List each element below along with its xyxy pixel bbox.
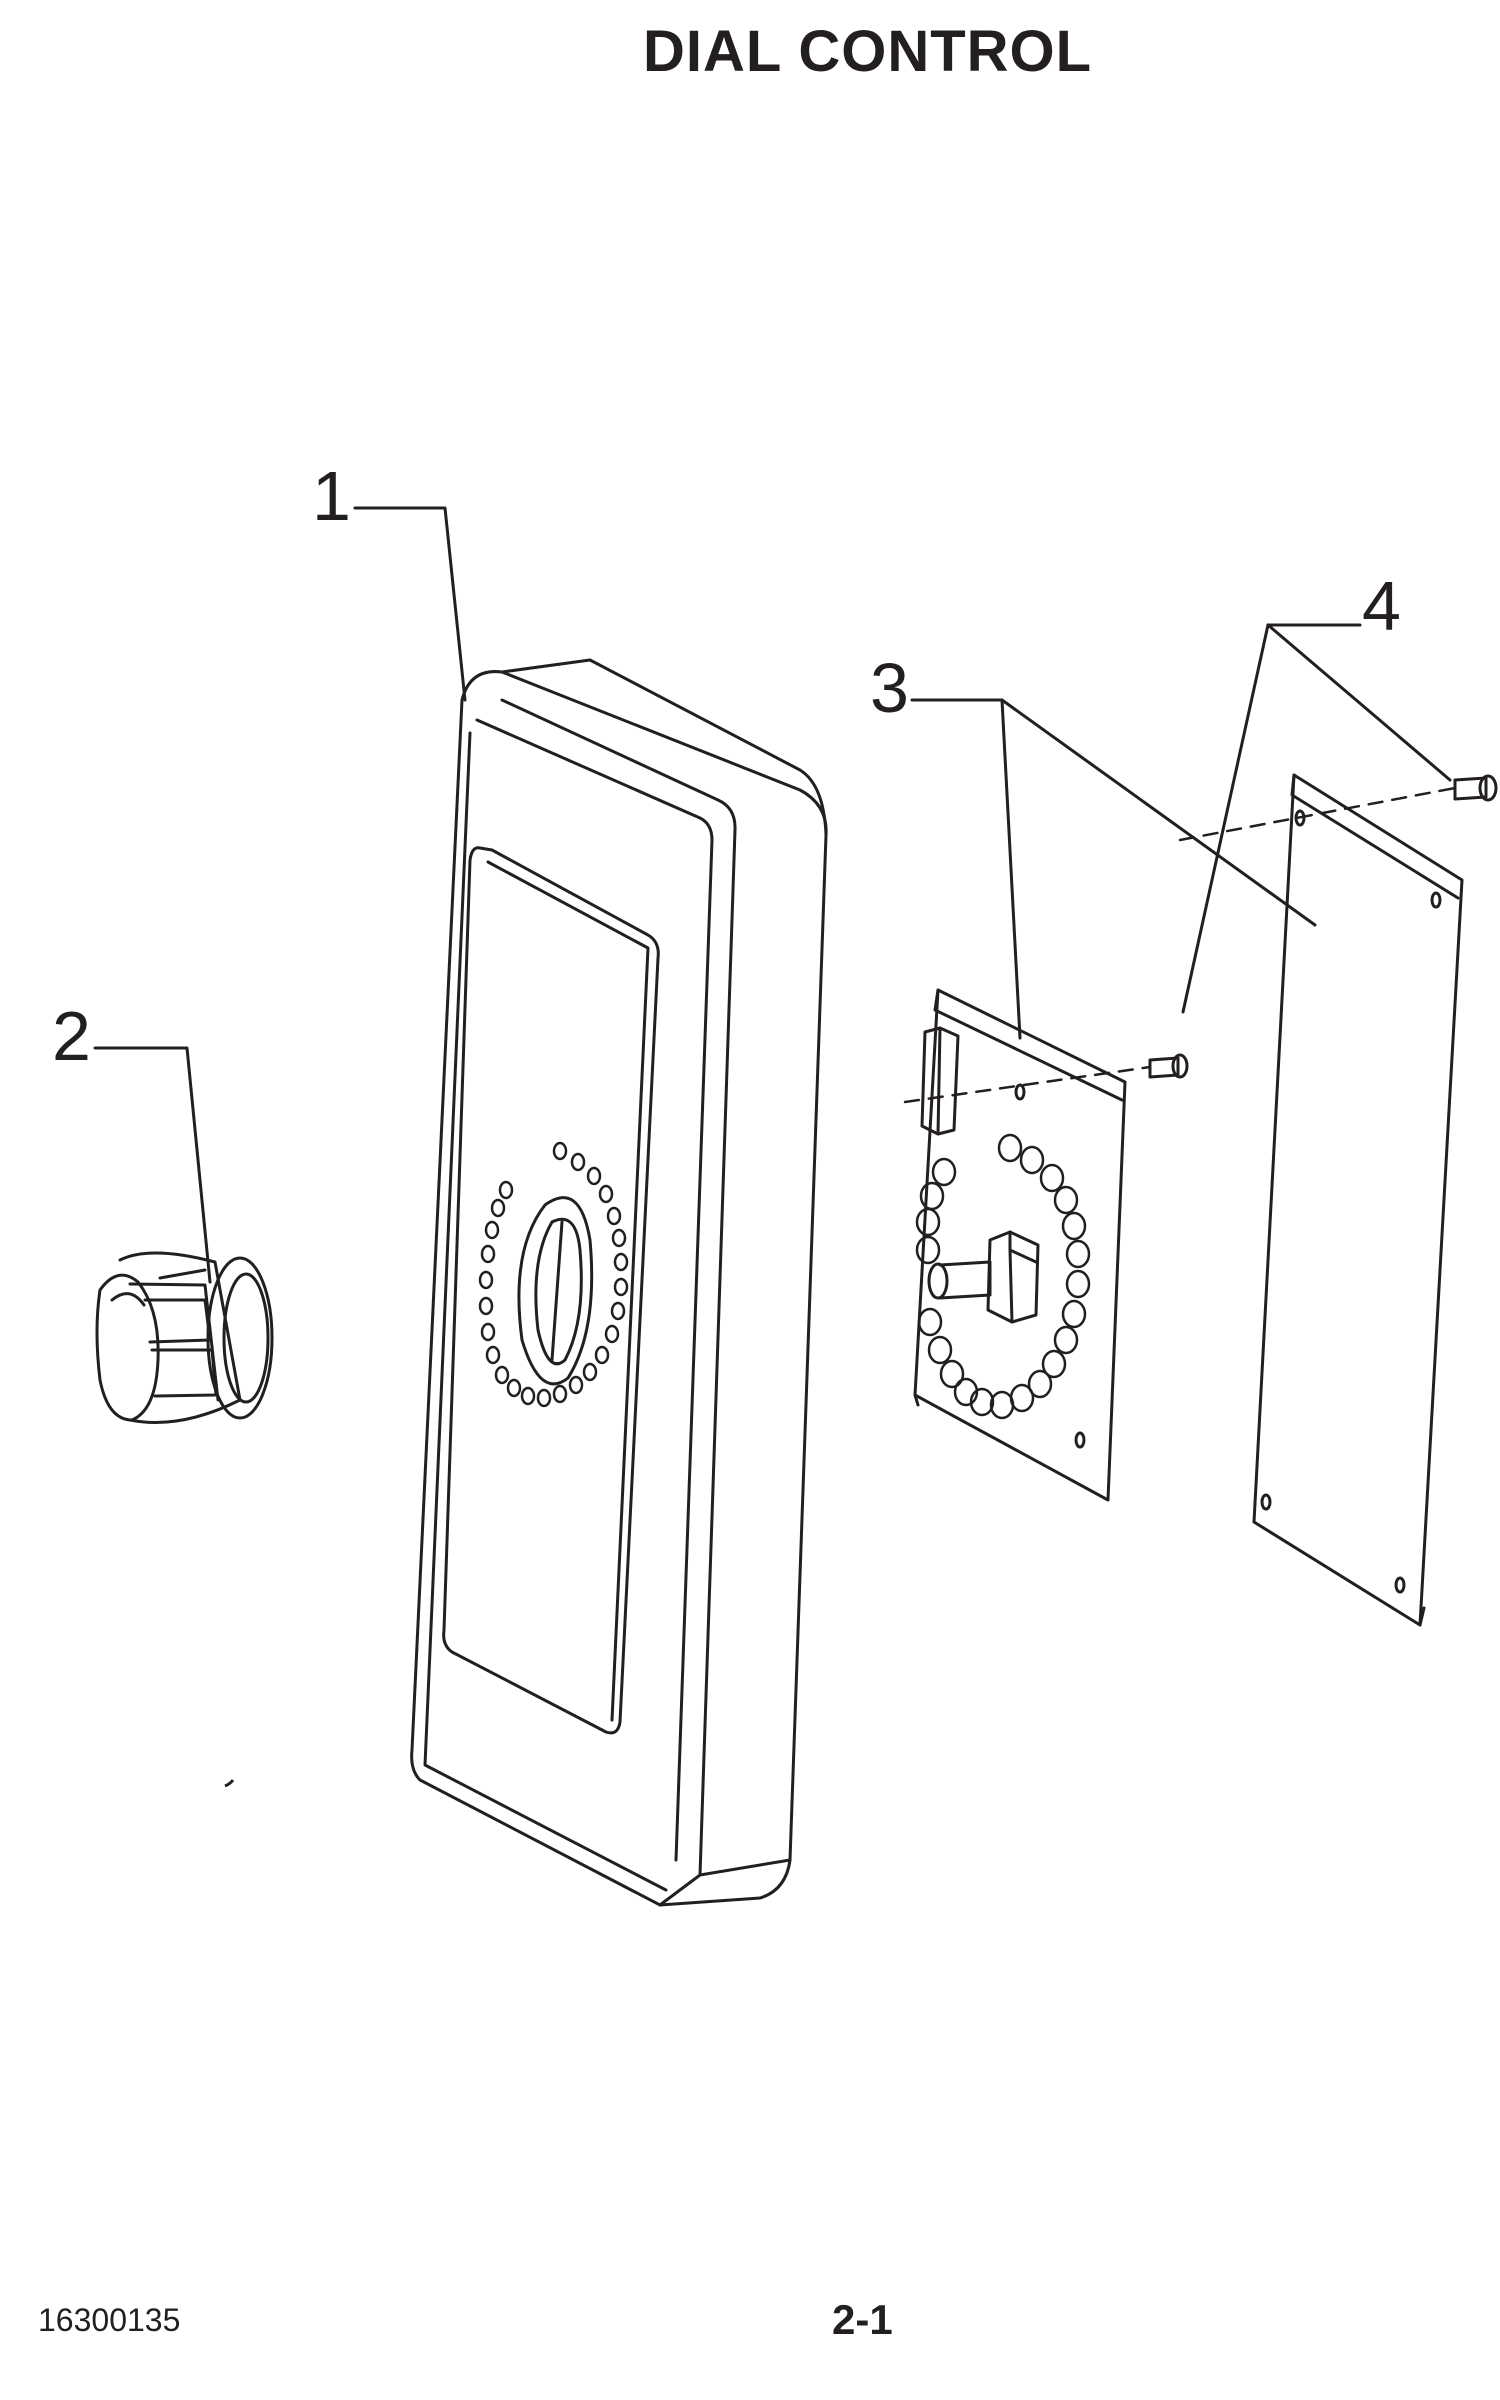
leader-lines xyxy=(93,506,1452,1284)
knob-part xyxy=(95,1251,274,1424)
page-title: DIAL CONTROL xyxy=(642,19,1093,84)
callout-4: 4 xyxy=(1362,567,1401,645)
callout-3: 3 xyxy=(870,649,909,727)
stray-mark xyxy=(224,1779,235,1788)
back-plate-part xyxy=(1252,773,1464,1627)
screw-lower xyxy=(1148,1053,1189,1079)
housing-part xyxy=(410,658,828,1907)
part-number: 16300135 xyxy=(38,2302,181,2338)
circuit-board-part xyxy=(913,988,1127,1502)
callout-2: 2 xyxy=(52,997,91,1075)
page-number: 2-1 xyxy=(832,2296,893,2343)
board-leds xyxy=(915,1133,1091,1420)
housing-led-holes xyxy=(478,1141,629,1408)
assembly-lines xyxy=(903,786,1457,1104)
screw-upper xyxy=(1453,774,1498,802)
callout-1: 1 xyxy=(312,457,351,535)
